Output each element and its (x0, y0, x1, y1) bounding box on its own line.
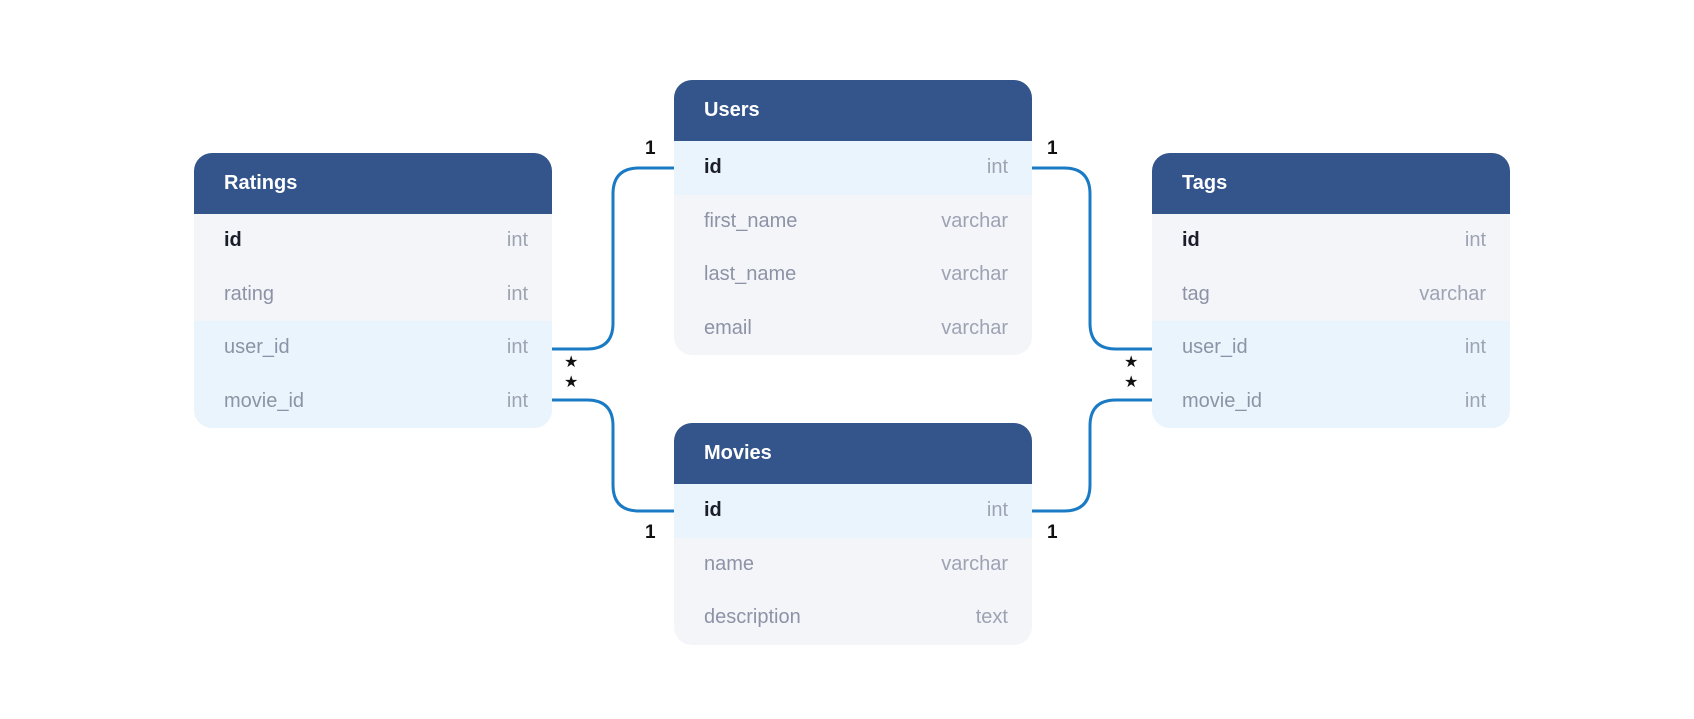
field-type: int (506, 282, 528, 305)
connector-ratings-movie-to-movies-id (552, 398, 675, 513)
field-name: name (704, 552, 755, 575)
connector-movies-id-to-tags-movie (1030, 398, 1152, 513)
ratings-field-id[interactable]: id int (194, 214, 552, 268)
users-field-first-name[interactable]: first_name varchar (674, 195, 1032, 249)
field-type: text (975, 606, 1008, 629)
field-name: id (1182, 229, 1200, 252)
tags-field-movie-id[interactable]: movie_id int (1152, 374, 1510, 428)
users-table-title: Users (704, 99, 760, 121)
cardinality-many-tags-movie: ★ (1124, 374, 1139, 391)
users-field-id[interactable]: id int (674, 141, 1032, 195)
cardinality-one-users-right: 1 (1047, 138, 1058, 159)
ratings-field-movie-id[interactable]: movie_id int (194, 374, 552, 428)
field-name: id (704, 499, 722, 522)
field-name: last_name (704, 263, 797, 286)
tags-field-tag[interactable]: tag varchar (1152, 268, 1510, 322)
tags-table[interactable]: Tags id int tag varchar user_id int movi… (1152, 153, 1510, 428)
field-name: tag (1182, 282, 1210, 305)
cardinality-many-tags-user: ★ (1124, 354, 1139, 371)
movies-field-description[interactable]: description text (674, 591, 1032, 645)
users-field-last-name[interactable]: last_name varchar (674, 248, 1032, 302)
cardinality-one-users-left: 1 (645, 138, 656, 159)
movies-table-header[interactable]: Movies (674, 423, 1032, 484)
field-name: id (704, 156, 722, 179)
ratings-table-title: Ratings (224, 172, 298, 194)
movies-field-id[interactable]: id int (674, 484, 1032, 538)
ratings-table[interactable]: Ratings id int rating int user_id int mo… (194, 153, 552, 428)
movies-table-title: Movies (704, 442, 772, 464)
connector-users-id-to-tags-user (1030, 166, 1152, 351)
field-type: int (506, 229, 528, 252)
movies-table[interactable]: Movies id int name varchar description t… (674, 423, 1032, 645)
field-type: int (986, 499, 1008, 522)
field-type: int (1464, 229, 1486, 252)
field-name: email (704, 316, 752, 339)
cardinality-one-movies-right: 1 (1047, 522, 1058, 543)
field-name: first_name (704, 209, 798, 232)
users-field-email[interactable]: email varchar (674, 302, 1032, 356)
movies-field-name[interactable]: name varchar (674, 538, 1032, 592)
field-type: int (1464, 336, 1486, 359)
cardinality-many-ratings-user: ★ (564, 354, 579, 371)
ratings-table-header[interactable]: Ratings (194, 153, 552, 214)
tags-field-user-id[interactable]: user_id int (1152, 321, 1510, 375)
field-name: user_id (224, 336, 290, 359)
ratings-field-rating[interactable]: rating int (194, 268, 552, 322)
ratings-field-user-id[interactable]: user_id int (194, 321, 552, 375)
cardinality-many-ratings-movie: ★ (564, 374, 579, 391)
field-name: id (224, 229, 242, 252)
field-type: int (506, 336, 528, 359)
cardinality-one-movies-left: 1 (645, 522, 656, 543)
field-name: movie_id (1182, 389, 1263, 412)
field-type: int (506, 389, 528, 412)
tags-field-id[interactable]: id int (1152, 214, 1510, 268)
field-type: int (986, 156, 1008, 179)
field-name: rating (224, 282, 275, 305)
field-type: varchar (941, 263, 1008, 286)
users-table-header[interactable]: Users (674, 80, 1032, 141)
field-name: movie_id (224, 389, 305, 412)
field-type: varchar (941, 209, 1008, 232)
users-table[interactable]: Users id int first_name varchar last_nam… (674, 80, 1032, 355)
tags-table-title: Tags (1182, 172, 1228, 194)
field-type: varchar (1419, 282, 1486, 305)
field-type: int (1464, 389, 1486, 412)
field-type: varchar (941, 552, 1008, 575)
tags-table-header[interactable]: Tags (1152, 153, 1510, 214)
field-name: description (704, 606, 801, 629)
field-type: varchar (941, 316, 1008, 339)
field-name: user_id (1182, 336, 1248, 359)
connector-ratings-user-to-users-id (552, 166, 675, 351)
